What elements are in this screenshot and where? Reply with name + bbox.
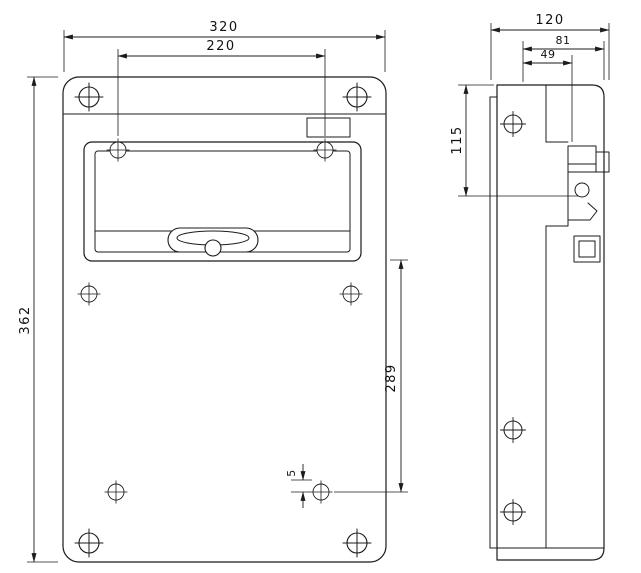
- side-outline: [496, 84, 605, 561]
- enclosure-outline: [62, 76, 387, 563]
- panel-screw-icon: [339, 282, 363, 306]
- dim-overall-height-label: 362: [18, 305, 33, 334]
- panel-screw-icon: [77, 282, 101, 306]
- dim-hole-spacing-width-label: 220: [206, 39, 235, 54]
- dim-hole-spacing-height: 289: [334, 259, 408, 493]
- dim-hole-spacing-height-label: 289: [384, 363, 399, 392]
- dim-depth-81: 81: [522, 34, 605, 82]
- dim-overall-depth: 120: [490, 13, 610, 80]
- dim-overall-height: 362: [18, 76, 58, 563]
- side-screw-icon: [499, 498, 527, 526]
- dim-rail-height-label: 115: [450, 125, 465, 154]
- dim-overall-width: 320: [63, 20, 386, 72]
- side-screw-icon: [499, 110, 527, 138]
- dim-depth-49-label: 49: [541, 48, 556, 61]
- corner-screw-icon: [342, 528, 372, 558]
- corner-screw-icon: [342, 82, 372, 112]
- front-view: [62, 76, 387, 563]
- terminal-block: [573, 235, 601, 263]
- dim-depth-49: 49: [522, 48, 573, 142]
- dim-hole-spacing-width: 220: [117, 39, 326, 136]
- side-view: [489, 84, 610, 561]
- mounting-hole-icon: [309, 480, 333, 504]
- corner-screw-icon: [74, 82, 104, 112]
- door-recess-outer: [83, 141, 362, 262]
- side-screw-icon: [499, 416, 527, 444]
- dim-depth-81-label: 81: [556, 34, 571, 47]
- din-rail-clip: [545, 141, 610, 227]
- door-handle-knob: [204, 239, 222, 257]
- label-plate: [306, 117, 351, 138]
- dim-hole-offset: 5: [285, 464, 312, 508]
- dim-rail-height: 115: [450, 84, 578, 197]
- dim-hole-offset-label: 5: [285, 469, 298, 477]
- dim-overall-width-label: 320: [209, 20, 238, 35]
- mounting-hole-icon: [104, 480, 128, 504]
- dim-overall-depth-label: 120: [535, 13, 564, 28]
- corner-screw-icon: [74, 528, 104, 558]
